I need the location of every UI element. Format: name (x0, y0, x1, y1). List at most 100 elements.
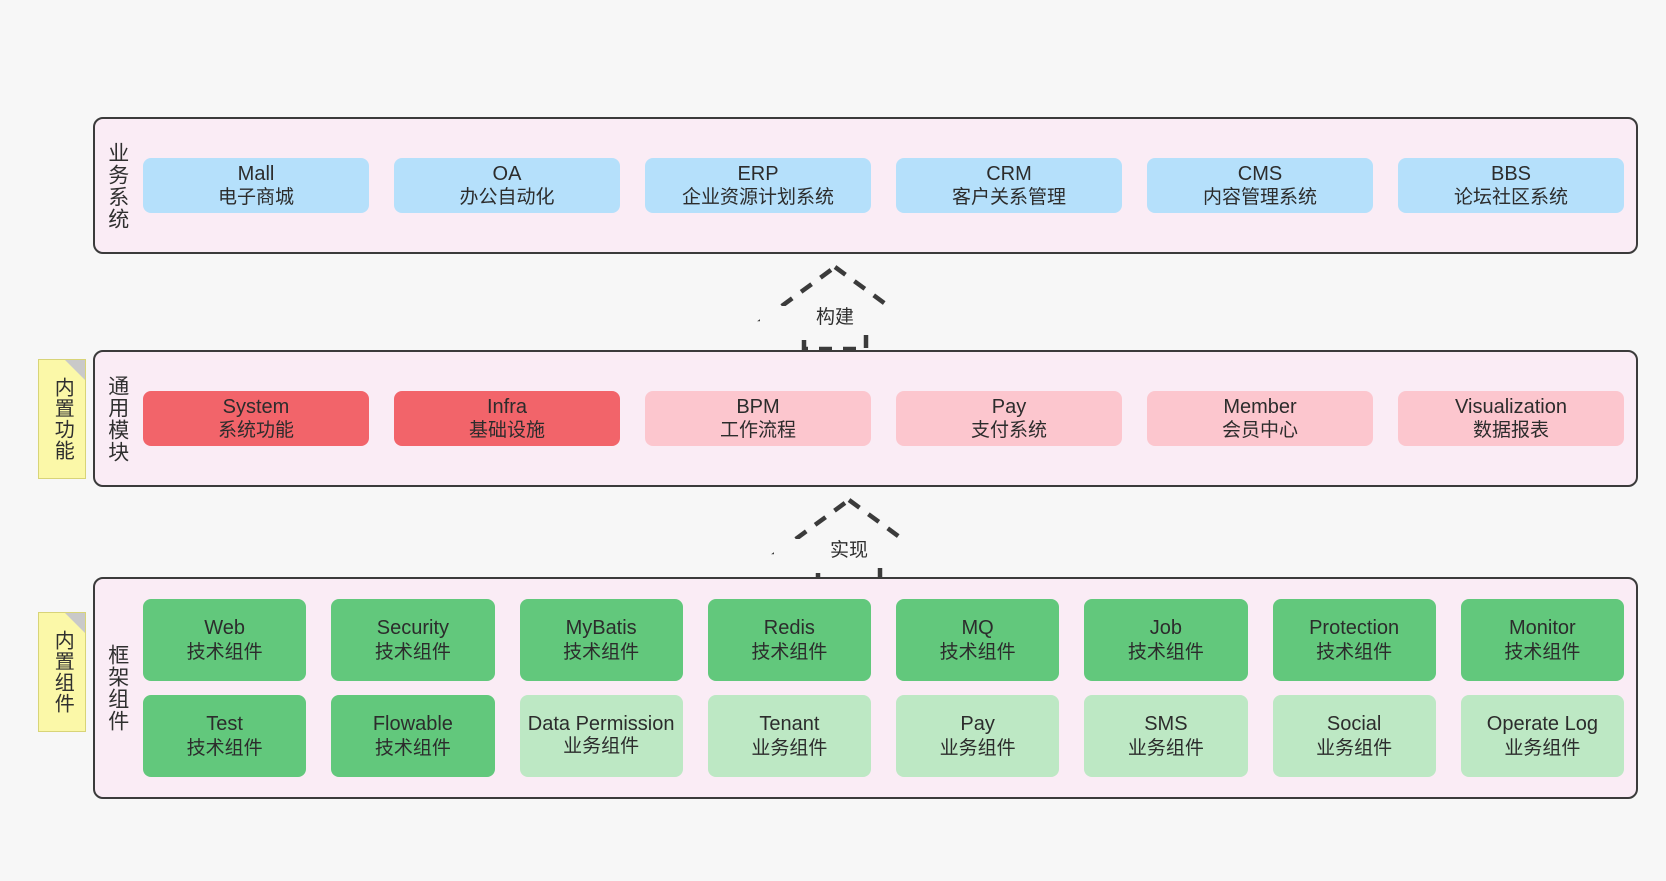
node-subtitle: 支付系统 (970, 420, 1047, 442)
layer-body-framework-components: Web 技术组件 Security 技术组件 MyBatis 技术组件 Redi… (139, 579, 1636, 797)
node-subtitle: 技术组件 (374, 641, 451, 663)
node-subtitle: 技术组件 (1504, 641, 1581, 663)
connector-build: 构建 (757, 263, 913, 352)
node-data-permission[interactable]: Data Permission 业务组件 (519, 695, 683, 777)
node-pay[interactable]: Pay 支付系统 (896, 390, 1122, 447)
node-bbs[interactable]: BBS 论坛社区系统 (1398, 157, 1624, 214)
node-subtitle: 论坛社区系统 (1453, 187, 1568, 209)
node-web[interactable]: Web 技术组件 (143, 599, 307, 681)
node-crm[interactable]: CRM 客户关系管理 (896, 157, 1122, 214)
node-subtitle: 数据报表 (1472, 420, 1549, 442)
node-title: SMS (1144, 713, 1188, 736)
node-erp[interactable]: ERP 企业资源计划系统 (645, 157, 871, 214)
node-title: MQ (961, 617, 994, 640)
node-subtitle: 业务组件 (563, 736, 640, 758)
node-title: Security (376, 617, 449, 640)
node-title: System (222, 395, 290, 418)
node-subtitle: 技术组件 (1316, 641, 1393, 663)
connector-label-build: 构建 (760, 306, 910, 329)
node-subtitle: 会员中心 (1221, 420, 1298, 442)
node-subtitle: 企业资源计划系统 (681, 187, 834, 209)
badge-builtin-components: 内置组件 (38, 612, 86, 732)
layer-caption-common-modules: 通用模块 (105, 374, 129, 463)
connector-implement: 实现 (771, 496, 927, 585)
layer-body-business-systems: Mall 电子商城 OA 办公自动化 ERP 企业资源计划系统 CRM 客户关系… (139, 119, 1636, 252)
node-bpm[interactable]: BPM 工作流程 (645, 390, 871, 447)
node-title: CMS (1237, 162, 1283, 185)
node-security[interactable]: Security 技术组件 (331, 599, 495, 681)
layer-framework-components: 框架组件 Web 技术组件 Security 技术组件 MyBatis 技术组件… (93, 577, 1638, 799)
node-row: System 系统功能 Infra 基础设施 BPM 工作流程 Pay 支付系统… (143, 390, 1624, 447)
layer-business-systems: 业务系统 Mall 电子商城 OA 办公自动化 ERP 企业资源计划系统 CRM… (93, 117, 1638, 254)
layer-common-modules: 通用模块 System 系统功能 Infra 基础设施 BPM 工作流程 Pay… (93, 350, 1638, 487)
node-subtitle: 工作流程 (719, 420, 796, 442)
node-cms[interactable]: CMS 内容管理系统 (1147, 157, 1373, 214)
node-mall[interactable]: Mall 电子商城 (143, 157, 369, 214)
node-title: Job (1149, 617, 1182, 640)
node-title: Operate Log (1486, 713, 1598, 736)
connector-label-implement: 实现 (774, 539, 924, 562)
node-title: OA (492, 162, 522, 185)
badge-label: 内置组件 (51, 630, 74, 714)
node-pay-business[interactable]: Pay 业务组件 (896, 695, 1060, 777)
node-subtitle: 业务组件 (939, 737, 1016, 759)
node-subtitle: 基础设施 (468, 420, 545, 442)
layer-caption-business-systems: 业务系统 (105, 141, 129, 230)
node-job[interactable]: Job 技术组件 (1084, 599, 1248, 681)
badge-builtin-features: 内置功能 (38, 359, 86, 479)
node-title: Tenant (759, 713, 820, 736)
node-subtitle: 业务组件 (1504, 737, 1581, 759)
node-title: CRM (986, 162, 1032, 185)
badge-label: 内置功能 (51, 377, 74, 461)
node-title: Protection (1309, 617, 1400, 640)
node-redis[interactable]: Redis 技术组件 (707, 599, 871, 681)
node-member[interactable]: Member 会员中心 (1147, 390, 1373, 447)
node-title: Mall (237, 162, 275, 185)
node-flowable[interactable]: Flowable 技术组件 (331, 695, 495, 777)
node-subtitle: 技术组件 (751, 641, 828, 663)
node-mq[interactable]: MQ 技术组件 (896, 599, 1060, 681)
layer-caption-framework-components: 框架组件 (105, 644, 129, 732)
node-title: Pay (960, 713, 995, 736)
node-social[interactable]: Social 业务组件 (1272, 695, 1436, 777)
node-row: Web 技术组件 Security 技术组件 MyBatis 技术组件 Redi… (143, 599, 1624, 681)
node-title: Infra (486, 395, 528, 418)
node-subtitle: 技术组件 (186, 737, 263, 759)
node-title: Test (206, 713, 243, 736)
node-subtitle: 技术组件 (1127, 641, 1204, 663)
node-test[interactable]: Test 技术组件 (143, 695, 307, 777)
node-row: Test 技术组件 Flowable 技术组件 Data Permission … (143, 695, 1624, 777)
node-row: Mall 电子商城 OA 办公自动化 ERP 企业资源计划系统 CRM 客户关系… (143, 157, 1624, 214)
node-monitor[interactable]: Monitor 技术组件 (1460, 599, 1624, 681)
node-title: Flowable (372, 713, 453, 736)
node-subtitle: 系统功能 (217, 420, 294, 442)
node-subtitle: 业务组件 (1316, 737, 1393, 759)
node-subtitle: 办公自动化 (459, 187, 555, 209)
node-title: Member (1223, 395, 1297, 418)
node-operate-log[interactable]: Operate Log 业务组件 (1460, 695, 1624, 777)
node-title: Visualization (1455, 395, 1567, 418)
node-title: Redis (763, 617, 815, 640)
node-protection[interactable]: Protection 技术组件 (1272, 599, 1436, 681)
node-title: Social (1326, 713, 1382, 736)
node-tenant[interactable]: Tenant 业务组件 (707, 695, 871, 777)
node-mybatis[interactable]: MyBatis 技术组件 (519, 599, 683, 681)
node-system[interactable]: System 系统功能 (143, 390, 369, 447)
node-title: Web (204, 617, 245, 640)
node-oa[interactable]: OA 办公自动化 (394, 157, 620, 214)
node-title: MyBatis (565, 617, 637, 640)
node-subtitle: 技术组件 (186, 641, 263, 663)
node-title: Pay (991, 395, 1027, 418)
node-title: Monitor (1509, 617, 1576, 640)
node-title: BBS (1490, 162, 1532, 185)
node-title: Data Permission (527, 713, 675, 736)
node-subtitle: 电子商城 (217, 187, 294, 209)
node-subtitle: 技术组件 (939, 641, 1016, 663)
node-title: ERP (737, 162, 779, 185)
node-visualization[interactable]: Visualization 数据报表 (1398, 390, 1624, 447)
node-subtitle: 技术组件 (374, 737, 451, 759)
node-sms[interactable]: SMS 业务组件 (1084, 695, 1248, 777)
node-subtitle: 客户关系管理 (951, 187, 1066, 209)
node-subtitle: 业务组件 (751, 737, 828, 759)
node-infra[interactable]: Infra 基础设施 (394, 390, 620, 447)
